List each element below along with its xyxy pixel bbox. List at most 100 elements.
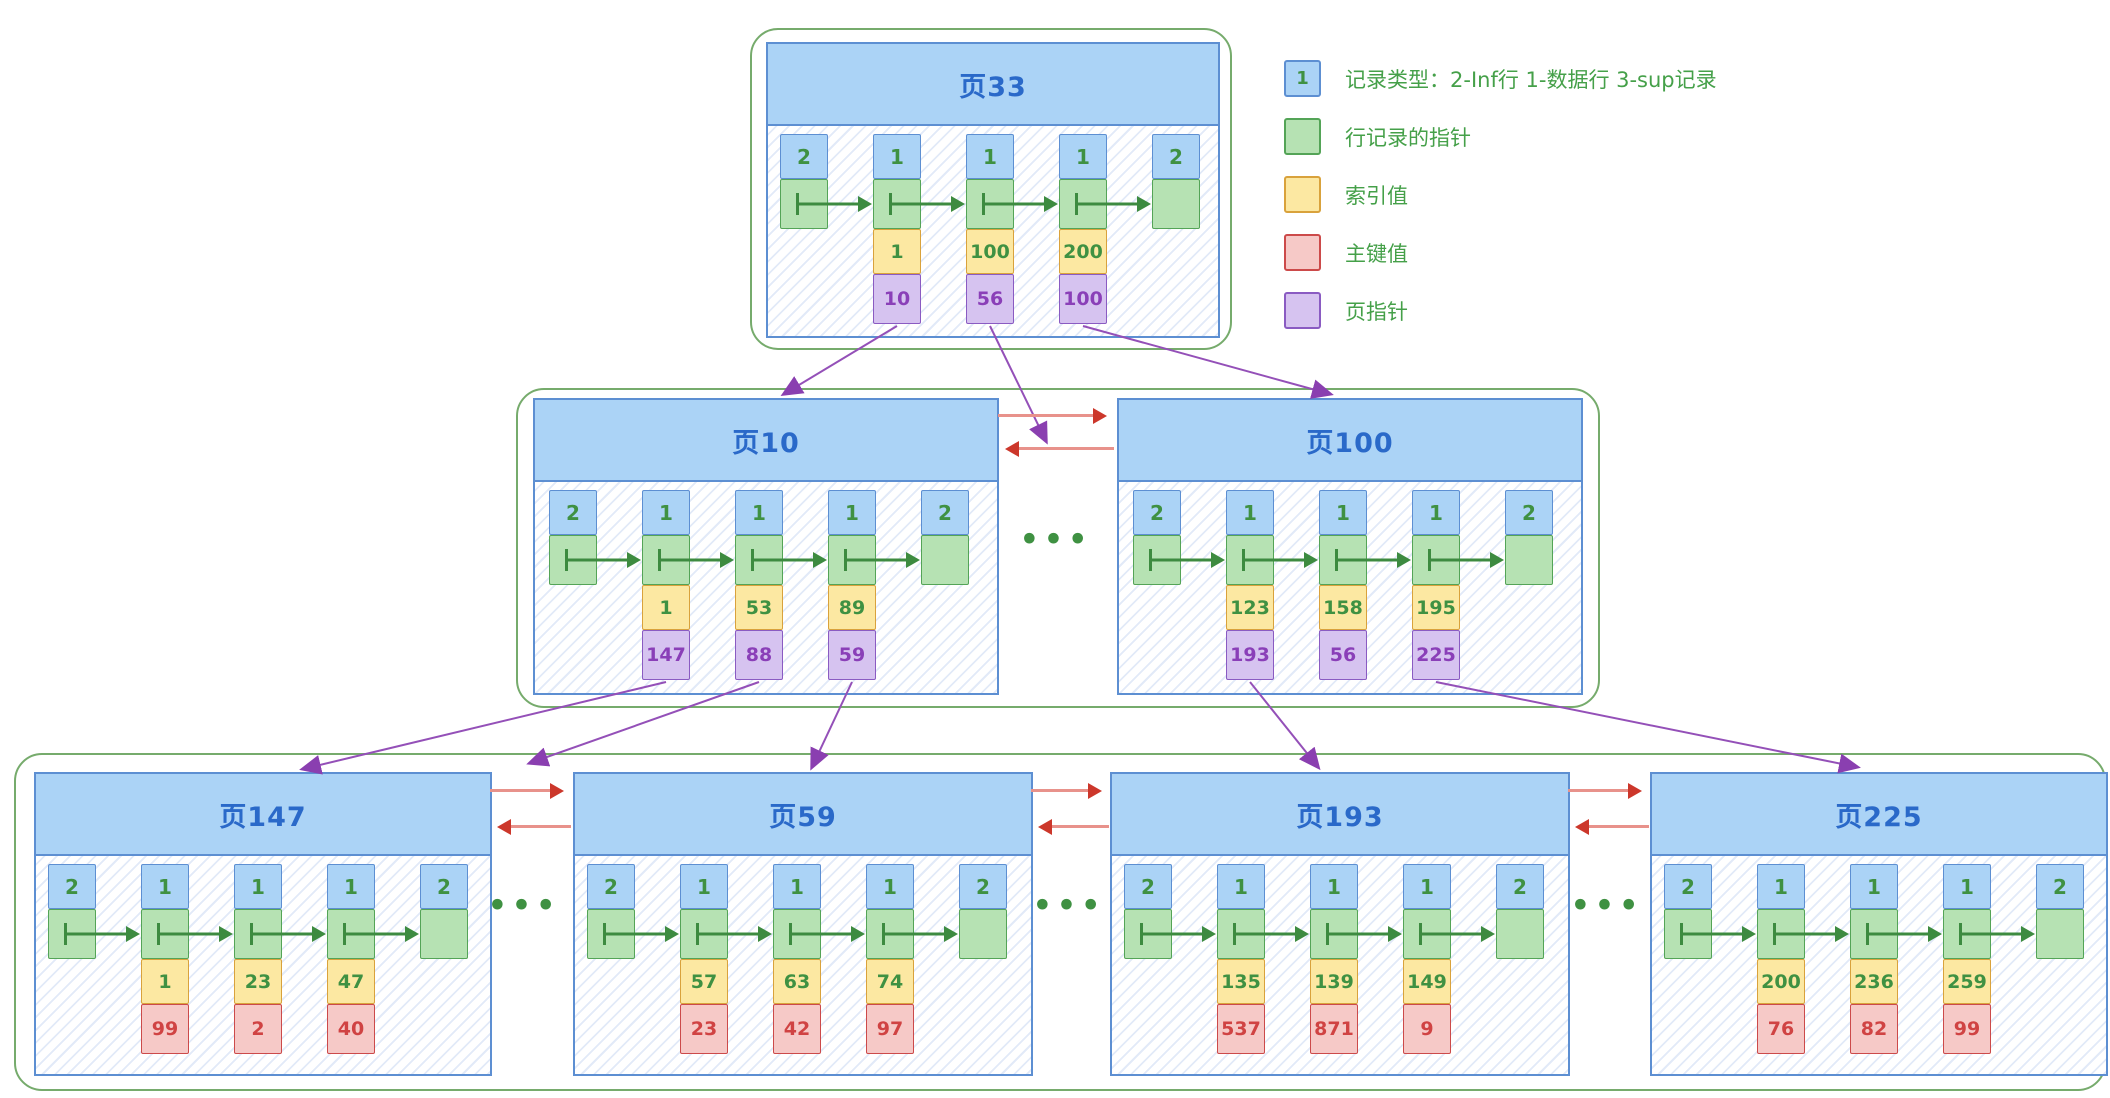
pointer-line [1149,558,1213,562]
record-type-box: 1 [680,864,728,909]
sibling-arrow-59-to-193 [1031,782,1102,799]
pointer-line [1680,932,1744,936]
row-pointer-box [141,909,233,959]
record: 2 [1664,864,1756,959]
index-value-box: 47 [327,959,375,1004]
index-value-box: 158 [1319,585,1367,630]
page-title: 页147 [36,774,490,856]
record: 2 [587,864,679,959]
pointer-arrowhead-icon [1388,926,1402,942]
pointer-arrowhead-icon [1137,196,1151,212]
pointer-line [982,202,1046,206]
row-pointer-box [1217,909,1309,959]
row-pointer-box [1124,909,1216,959]
record-type-box: 1 [1217,864,1265,909]
record: 2 [1124,864,1216,959]
row-pointer-box [420,909,468,959]
row-pointer-box [773,909,865,959]
row-pointer-box [1310,909,1402,959]
record: 2 [1505,490,1553,585]
record: 2 [959,864,1007,959]
record-type-box: 2 [2036,864,2084,909]
page-pointer-box: 10 [873,274,921,324]
row-pointer-box [1850,909,1942,959]
index-value-box: 139 [1310,959,1358,1004]
index-value-box: 74 [866,959,914,1004]
row-pointer-box [921,535,969,585]
primary-key-box: 82 [1850,1004,1898,1054]
pointer-line [565,558,629,562]
page-title: 页59 [575,774,1031,856]
pointer-arrowhead-icon [1304,552,1318,568]
record-type-box: 1 [966,134,1014,179]
pointer-arrowhead-icon [1202,926,1216,942]
row-pointer-box [780,179,872,229]
record-type-box: 1 [1310,864,1358,909]
record-type-box: 2 [1133,490,1181,535]
pointer-arrowhead-icon [813,552,827,568]
record-type-box: 2 [1124,864,1172,909]
row-pointer-box [1226,535,1318,585]
hidden-pages-ellipsis-leaf-3: ••• [1570,888,1644,924]
pointer-line [343,932,407,936]
hidden-pages-ellipsis-leaf-1: ••• [487,888,561,924]
row-pointer-box [327,909,419,959]
pointer-arrowhead-icon [1928,926,1942,942]
row-pointer-box [1059,179,1151,229]
record-type-box: 1 [1403,864,1451,909]
hidden-pages-ellipsis-leaf-2: ••• [1032,888,1106,924]
row-pointer-box [1664,909,1756,959]
pointer-line [789,932,853,936]
pointer-arrowhead-icon [1481,926,1495,942]
record-type-box: 2 [420,864,468,909]
record-type-box: 2 [1496,864,1544,909]
primary-key-box: 42 [773,1004,821,1054]
record-type-swatch-label: 1 [1296,68,1309,89]
record-type-box: 1 [866,864,914,909]
pointer-arrowhead-icon [951,196,965,212]
index-value-box: 53 [735,585,783,630]
pointer-line [1075,202,1139,206]
row-pointer-box [587,909,679,959]
row-pointer-box [680,909,772,959]
page-pointer-box: 56 [1319,630,1367,680]
index-value-swatch [1284,176,1321,213]
sibling-arrow-225-to-193 [1575,818,1649,835]
pointer-arrowhead-icon [1211,552,1225,568]
index-value-box: 200 [1059,229,1107,274]
primary-key-swatch [1284,234,1321,271]
record-type-box: 1 [141,864,189,909]
pointer-line [1242,558,1306,562]
sibling-arrow-59-to-147 [497,818,571,835]
pointer-line [751,558,815,562]
record-type-box: 2 [1505,490,1553,535]
page-title: 页193 [1112,774,1568,856]
sibling-arrow-10-to-100 [998,407,1107,424]
pointer-arrowhead-icon [312,926,326,942]
record-type-box: 2 [921,490,969,535]
pointer-arrowhead-icon [405,926,419,942]
pointer-line [882,932,946,936]
record-type-box: 1 [327,864,375,909]
primary-key-box: 537 [1217,1004,1265,1054]
pointer-arrowhead-icon [944,926,958,942]
pointer-arrowhead-icon [126,926,140,942]
pointer-line [1335,558,1399,562]
page-title: 页33 [768,44,1218,126]
primary-key-box: 99 [1943,1004,1991,1054]
index-value-box: 89 [828,585,876,630]
pointer-arrowhead-icon [1742,926,1756,942]
